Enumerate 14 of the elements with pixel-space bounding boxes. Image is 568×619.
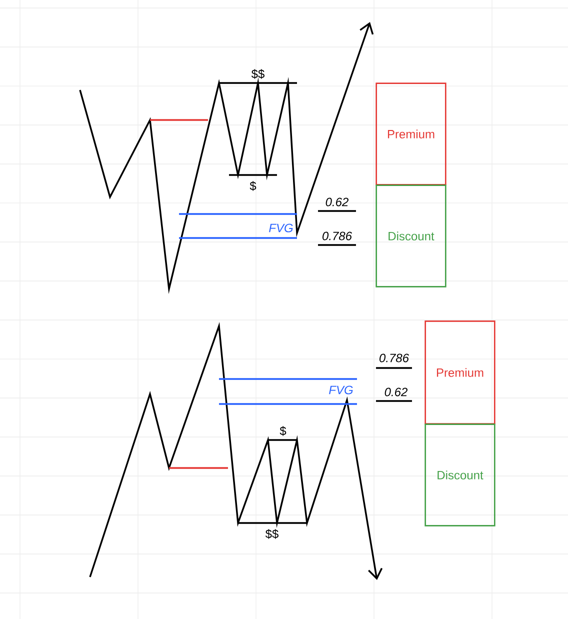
zone-box: Discount — [424, 424, 496, 526]
chart-label: $$ — [265, 529, 278, 539]
zone-box: Premium — [376, 82, 446, 186]
chart-label: $ — [250, 181, 256, 191]
chart-label: FVG — [329, 386, 353, 394]
chart-label: 0.62 — [326, 198, 348, 206]
zone-box: Discount — [376, 184, 446, 288]
chart-label: 0.786 — [380, 354, 409, 362]
chart-label: 0.786 — [322, 232, 352, 240]
chart-label: $$ — [251, 69, 264, 79]
chart-label: 0.62 — [384, 388, 408, 396]
zone-box: Premium — [424, 320, 496, 424]
chart-label: $ — [280, 426, 286, 436]
chart-label: FVG — [269, 224, 293, 232]
